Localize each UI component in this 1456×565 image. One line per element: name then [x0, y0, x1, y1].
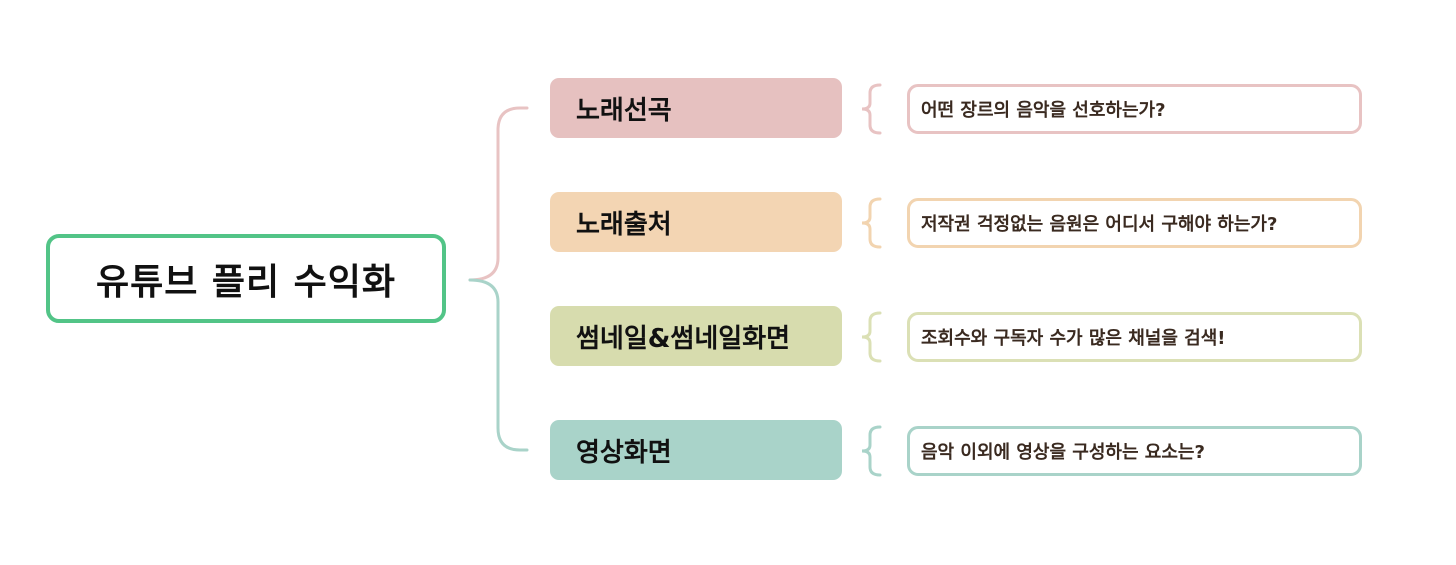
note-song-selection[interactable]: 어떤 장르의 음악을 선호하는가?: [907, 84, 1362, 134]
branch-label-song-selection: 노래선곡: [576, 95, 672, 126]
connector-upper: [468, 106, 529, 282]
branch-node-thumbnail[interactable]: 썸네일&썸네일화면: [550, 306, 842, 366]
branch-node-song-selection[interactable]: 노래선곡: [550, 78, 842, 138]
note-thumbnail[interactable]: 조회수와 구독자 수가 많은 채널을 검색!: [907, 312, 1362, 362]
note-song-source[interactable]: 저작권 걱정없는 음원은 어디서 구해야 하는가?: [907, 198, 1362, 248]
branch-label-song-source: 노래출처: [576, 209, 672, 240]
note-text-song-selection: 어떤 장르의 음악을 선호하는가?: [921, 100, 1166, 121]
brace-0: [861, 83, 882, 135]
note-video-screen[interactable]: 음악 이외에 영상을 구성하는 요소는?: [907, 426, 1362, 476]
note-text-song-source: 저작권 걱정없는 음원은 어디서 구해야 하는가?: [921, 214, 1278, 235]
branch-node-song-source[interactable]: 노래출처: [550, 192, 842, 252]
note-text-thumbnail: 조회수와 구독자 수가 많은 채널을 검색!: [921, 328, 1226, 349]
root-topic-label: 유튜브 플리 수익화: [95, 261, 397, 303]
root-topic-node[interactable]: 유튜브 플리 수익화: [46, 234, 446, 323]
brace-2: [861, 311, 882, 363]
brace-1: [861, 197, 882, 249]
brace-3: [861, 425, 882, 477]
branch-label-thumbnail: 썸네일&썸네일화면: [576, 323, 791, 354]
branch-label-video-screen: 영상화면: [576, 437, 672, 468]
branch-node-video-screen[interactable]: 영상화면: [550, 420, 842, 480]
connector-lower: [468, 278, 529, 452]
note-text-video-screen: 음악 이외에 영상을 구성하는 요소는?: [921, 442, 1205, 463]
